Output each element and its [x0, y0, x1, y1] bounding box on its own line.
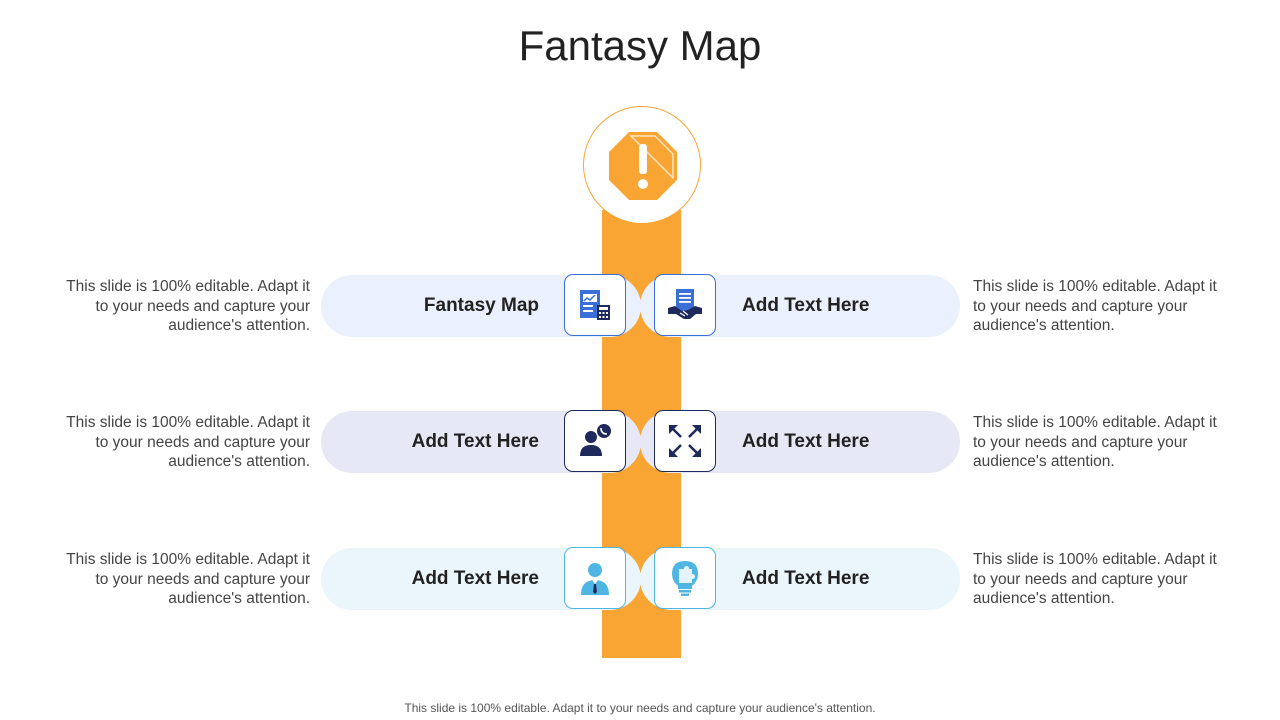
- label-pill: Add Text Here: [321, 547, 641, 610]
- expand-arrows-icon: [669, 425, 701, 457]
- description-text: This slide is 100% editable. Adapt it to…: [973, 551, 1217, 607]
- label-pill: Fantasy Map: [321, 274, 641, 337]
- description-text: This slide is 100% editable. Adapt it to…: [973, 278, 1217, 334]
- footer-note: This slide is 100% editable. Adapt it to…: [404, 701, 876, 715]
- pill-label: Add Text Here: [742, 295, 870, 316]
- businessman-icon: [581, 563, 609, 595]
- icon-tile: [654, 547, 716, 609]
- icon-tile: [654, 410, 716, 472]
- report-calculator-icon: [580, 290, 610, 320]
- description-text: This slide is 100% editable. Adapt it to…: [66, 278, 310, 334]
- person-phone-icon: [580, 424, 611, 456]
- lightbulb-puzzle-icon: [672, 561, 698, 596]
- label-pill: Add Text Here: [640, 410, 960, 473]
- row-3: This slide is 100% editable. Adapt it to…: [0, 547, 1280, 610]
- label-pill: Add Text Here: [640, 274, 960, 337]
- icon-tile: [654, 274, 716, 336]
- handshake-document-icon: [668, 289, 702, 319]
- label-pill: Add Text Here: [321, 410, 641, 473]
- row-2: This slide is 100% editable. Adapt it to…: [0, 410, 1280, 473]
- row-1: This slide is 100% editable. Adapt it to…: [0, 274, 1280, 337]
- icon-tile: [564, 274, 626, 336]
- slide-title: Fantasy Map: [518, 22, 762, 69]
- description-text: This slide is 100% editable. Adapt it to…: [66, 414, 310, 470]
- pill-label: Add Text Here: [411, 568, 539, 589]
- warning-badge: [583, 106, 701, 224]
- pill-label: Add Text Here: [411, 431, 539, 452]
- icon-tile: [564, 547, 626, 609]
- icon-tile: [564, 410, 626, 472]
- label-pill: Add Text Here: [640, 547, 960, 610]
- warning-octagon-icon: [609, 132, 677, 200]
- description-text: This slide is 100% editable. Adapt it to…: [66, 551, 310, 607]
- description-text: This slide is 100% editable. Adapt it to…: [973, 414, 1217, 470]
- pill-label: Add Text Here: [742, 568, 870, 589]
- pill-label: Fantasy Map: [423, 295, 539, 316]
- pill-label: Add Text Here: [742, 431, 870, 452]
